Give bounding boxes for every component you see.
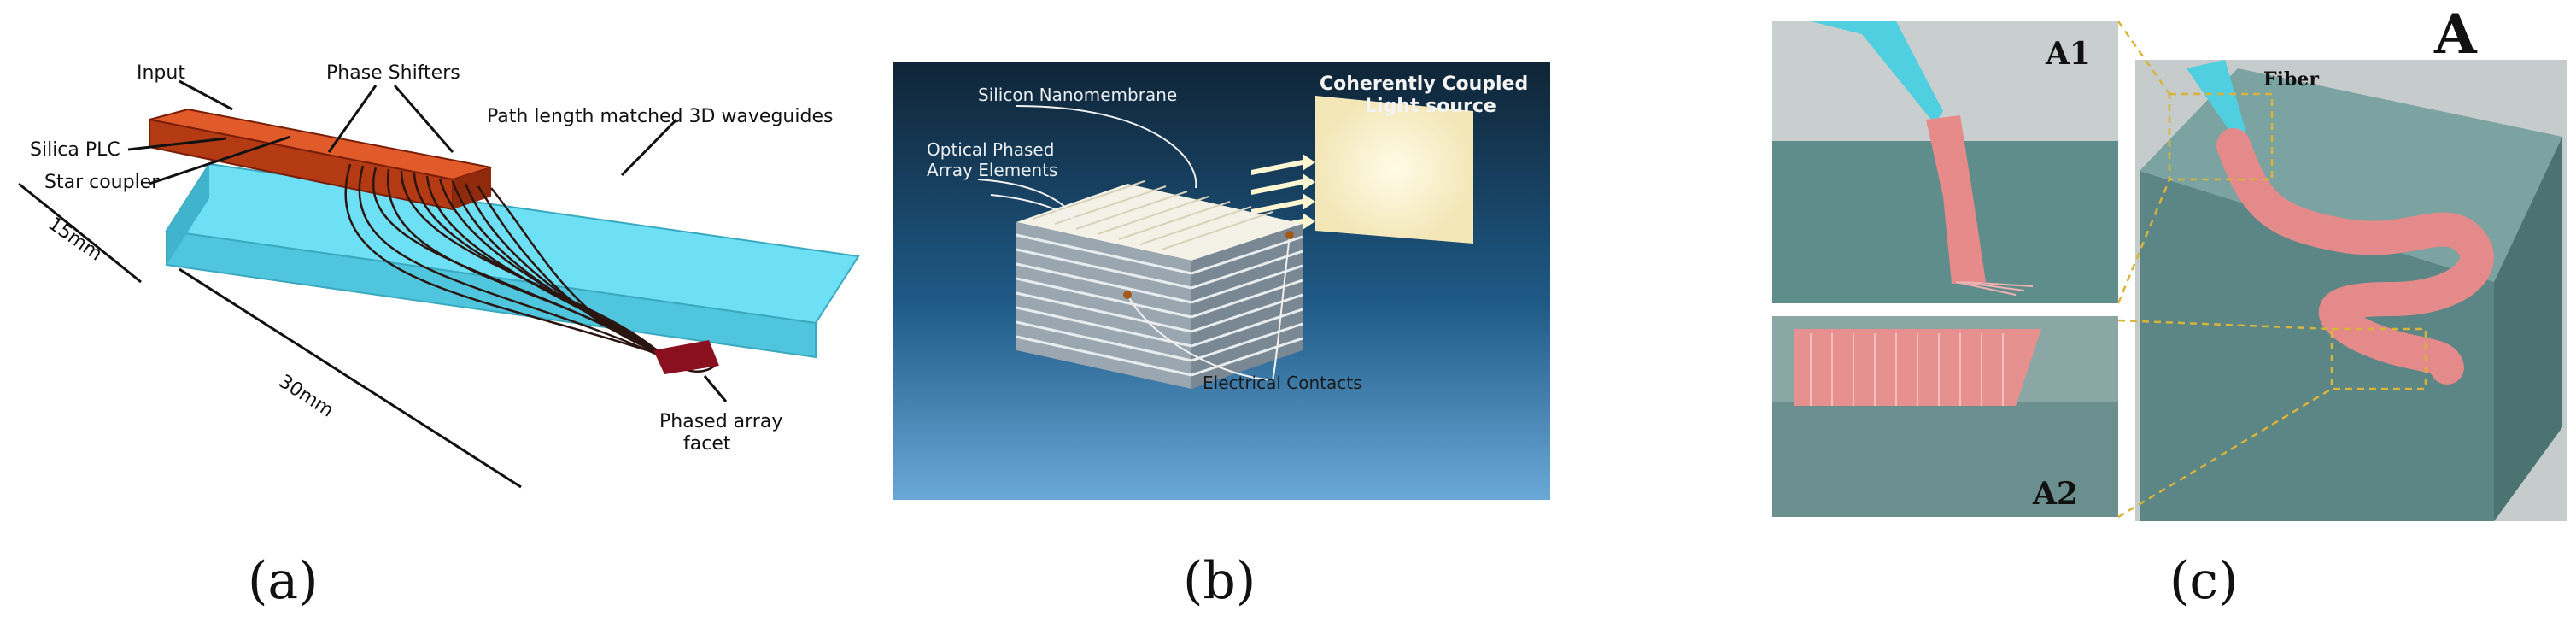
label-a2: A2 xyxy=(2032,476,2078,512)
contact-dot-2 xyxy=(1285,231,1294,239)
panel-a-diagram: Input Phase Shifters Silica PLC Star cou… xyxy=(0,0,871,640)
panel-c-diagram: A1 A2 A Fiber xyxy=(1759,0,2576,640)
label-a1: A1 xyxy=(2045,36,2091,72)
label-phase-shifters: Phase Shifters xyxy=(326,62,460,84)
panel-a: Input Phase Shifters Silica PLC Star cou… xyxy=(0,0,871,640)
contact-dot-1 xyxy=(1123,291,1132,299)
panel-b-diagram: Silicon Nanomembrane Optical Phased Arra… xyxy=(871,0,1572,640)
label-facet-line1: Phased array xyxy=(659,411,782,432)
label-fiber: Fiber xyxy=(2263,68,2319,91)
panel-b: Silicon Nanomembrane Optical Phased Arra… xyxy=(871,0,1572,640)
label-star-coupler: Star coupler xyxy=(44,172,160,193)
label-light-line2: Light source xyxy=(1365,96,1496,117)
light-source xyxy=(1315,96,1473,244)
caption-c: (c) xyxy=(2169,551,2238,611)
label-opa-line1: Optical Phased xyxy=(927,139,1054,160)
label-opa-line2: Array Elements xyxy=(927,160,1057,180)
label-silica-plc: Silica PLC xyxy=(30,139,120,161)
caption-a: (a) xyxy=(248,551,319,611)
label-facet-line2: facet xyxy=(683,433,731,455)
panel-c: A1 A2 A Fiber (c) xyxy=(1759,0,2576,640)
label-dim-30mm: 30mm xyxy=(275,371,337,422)
label-a: A xyxy=(2433,3,2478,67)
label-waveguides: Path length matched 3D waveguides xyxy=(487,106,833,127)
caption-b: (b) xyxy=(1183,551,1256,611)
label-dim-15mm: 15mm xyxy=(44,213,106,265)
label-electrical-contacts: Electrical Contacts xyxy=(1203,373,1362,393)
label-input: Input xyxy=(137,62,185,84)
label-light-line1: Coherently Coupled xyxy=(1320,73,1528,95)
label-nanomembrane: Silicon Nanomembrane xyxy=(978,85,1177,105)
